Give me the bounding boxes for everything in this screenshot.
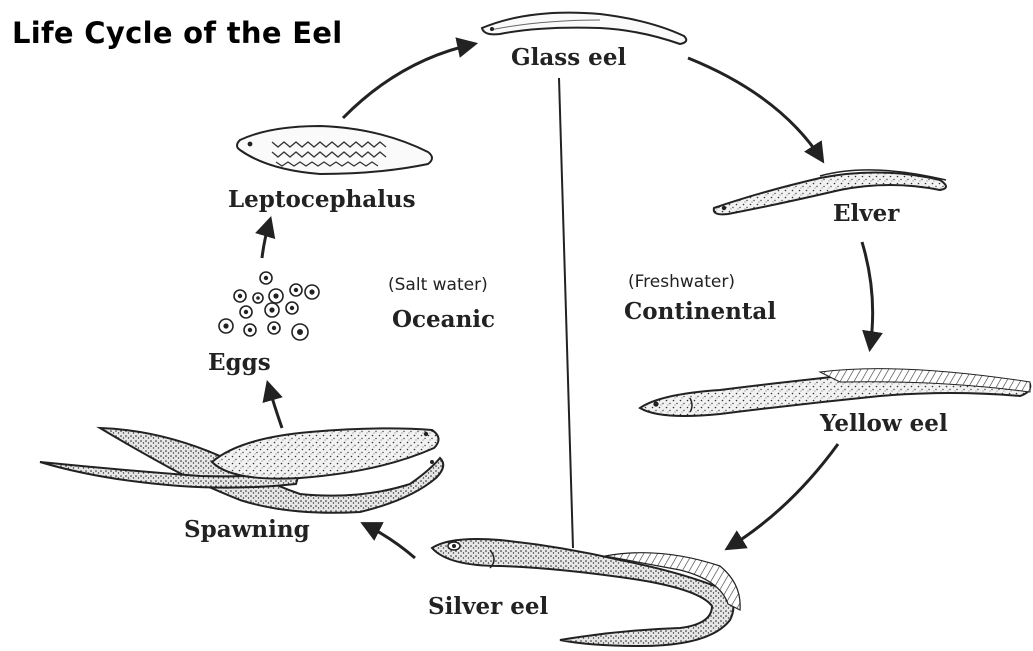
label-glass-eel: Glass eel	[511, 44, 626, 71]
arrow-leptocephalus-to-glass-eel	[343, 44, 474, 118]
yellow-eel-illustration	[640, 369, 1030, 416]
arrow-glass-eel-to-elver	[688, 58, 822, 160]
arrow-eggs-to-leptocephalus	[262, 220, 270, 258]
zone-continental-label: Continental	[624, 298, 776, 325]
arrow-elver-to-yellow-eel	[862, 242, 873, 348]
eggs-illustration	[219, 272, 319, 340]
label-eggs: Eggs	[208, 349, 271, 376]
zone-oceanic-subtitle: (Salt water)	[388, 275, 488, 295]
label-yellow-eel: Yellow eel	[820, 410, 948, 437]
elver-illustration	[714, 170, 946, 215]
glass-eel-illustration	[482, 13, 686, 44]
arrow-silver-eel-to-spawning	[364, 524, 415, 558]
leptocephalus-illustration	[237, 126, 432, 174]
zone-divider-line	[559, 78, 573, 548]
arrow-spawning-to-eggs	[268, 384, 282, 428]
zone-oceanic-label: Oceanic	[392, 306, 495, 333]
label-leptocephalus: Leptocephalus	[228, 186, 416, 213]
label-spawning: Spawning	[184, 516, 310, 543]
arrow-yellow-eel-to-silver-eel	[728, 444, 838, 548]
spawning-illustration	[40, 428, 443, 513]
label-elver: Elver	[833, 200, 899, 227]
label-silver-eel: Silver eel	[428, 593, 548, 620]
diagram-title: Life Cycle of the Eel	[12, 16, 343, 50]
zone-continental-subtitle: (Freshwater)	[628, 272, 735, 292]
